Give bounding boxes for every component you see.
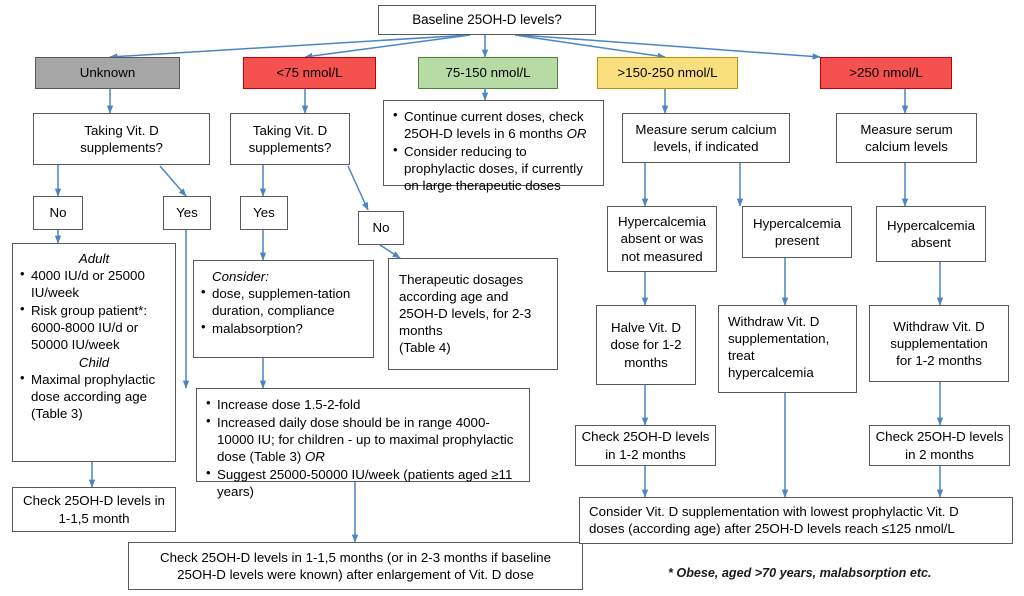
node-unknown-taking-supplements[interactable]: Taking Vit. D supplements?: [33, 113, 210, 165]
node-gt150-hypercalcemia-present[interactable]: Hypercalcemia present: [742, 206, 852, 258]
node-label: Yes: [176, 205, 198, 221]
node-lt75-therapeutic-dosages[interactable]: Therapeutic dosages according age and 25…: [388, 258, 558, 370]
list-item: Increased daily dose should be in range …: [205, 413, 521, 465]
node-unknown-check-levels[interactable]: Check 25OH-D levels in 1-1,5 month: [12, 487, 176, 532]
node-label: >150-250 nmol/L: [617, 65, 718, 81]
line-1: Check 25OH-D levels in: [23, 493, 165, 509]
node-gt250-measure-calcium[interactable]: Measure serum calcium levels: [836, 113, 977, 163]
continue-doses-list: Continue current doses, check 25OH-D lev…: [392, 107, 595, 195]
list-item: Consider reducing to prophylactic doses,…: [392, 142, 595, 194]
line-2: according age and: [399, 289, 509, 305]
line-2: levels, if indicated: [653, 139, 759, 154]
node-level-150-250[interactable]: >150-250 nmol/L: [597, 57, 738, 89]
line-1: Measure serum calcium: [635, 121, 777, 137]
line-1: Taking Vit. D: [252, 122, 328, 138]
line-2: calcium levels: [865, 139, 948, 154]
node-label: Baseline 25OH-D levels?: [412, 12, 562, 28]
node-label: Yes: [253, 205, 275, 221]
list-item: 4000 IU/d or 25000 IU/week: [19, 266, 169, 301]
list-item: malabsorption?: [200, 319, 367, 337]
adult-dose-list: 4000 IU/d or 25000 IU/week Risk group pa…: [19, 266, 169, 353]
list-item: Maximal prophylactic dose according age …: [19, 370, 169, 422]
line-1: Hypercalcemia: [618, 214, 706, 230]
line-2: absent or was: [620, 231, 704, 247]
line-2: doses (according age) after 25OH-D level…: [589, 521, 955, 537]
line-4: hypercalcemia: [728, 365, 814, 381]
node-level-lt75[interactable]: <75 nmol/L: [243, 57, 376, 89]
line-3: 25OH-D levels, for 2-3: [399, 306, 532, 322]
line-1: Measure serum: [860, 121, 953, 137]
adult-heading: Adult: [78, 251, 110, 266]
node-label: 75-150 nmol/L: [445, 65, 531, 81]
list-item: Suggest 25000-50000 IU/week (patients ag…: [205, 465, 521, 500]
line-2: in 2 months: [905, 446, 974, 462]
line-1: Hypercalcemia: [887, 217, 975, 233]
node-lt75-consider[interactable]: Consider: dose, supplemen-tation duratio…: [193, 260, 374, 358]
node-gt150-measure-calcium[interactable]: Measure serum calcium levels, if indicat…: [622, 113, 790, 163]
line-3: not measured: [621, 248, 703, 264]
node-label: <75 nmol/L: [276, 65, 343, 81]
node-level-75-150[interactable]: 75-150 nmol/L: [418, 57, 558, 89]
node-gt250-withdraw[interactable]: Withdraw Vit. D supplementation for 1-2 …: [869, 305, 1009, 382]
line-2: dose for 1-2: [610, 337, 682, 353]
list-item: dose, supplemen-tation duration, complia…: [200, 284, 367, 319]
line-1: Withdraw Vit. D: [893, 318, 985, 334]
node-label: No: [372, 220, 390, 236]
line-1: Withdraw Vit. D: [728, 314, 820, 329]
consider-list: dose, supplemen-tation duration, complia…: [200, 284, 367, 337]
line-2: supplements?: [248, 140, 332, 155]
line-2: 25OH-D levels were known) after enlargem…: [177, 567, 534, 582]
node-mid-continue-doses[interactable]: Continue current doses, check 25OH-D lev…: [383, 100, 604, 193]
line-2: present: [774, 233, 820, 248]
line-1: Hypercalcemia: [753, 215, 841, 231]
line-3: treat: [728, 348, 755, 364]
node-unknown-answer-yes[interactable]: Yes: [163, 196, 211, 230]
node-baseline-question[interactable]: Baseline 25OH-D levels?: [378, 5, 596, 35]
node-adult-child-doses[interactable]: Adult 4000 IU/d or 25000 IU/week Risk gr…: [12, 243, 176, 462]
node-lt75-taking-supplements[interactable]: Taking Vit. D supplements?: [230, 113, 350, 165]
line-5: (Table 4): [399, 340, 451, 356]
line-2: 1-1,5 month: [58, 510, 130, 526]
line-2: supplementation: [890, 335, 988, 351]
line-1: Consider Vit. D supplementation with low…: [589, 504, 959, 519]
line-1: Check 25OH-D levels: [875, 429, 1004, 445]
node-level-gt250[interactable]: >250 nmol/L: [820, 57, 952, 89]
node-label: Unknown: [79, 65, 136, 81]
line-3: months: [624, 354, 668, 370]
line-4: months: [399, 323, 443, 339]
node-unknown-answer-no[interactable]: No: [33, 196, 83, 230]
line-1: Taking Vit. D: [84, 122, 159, 138]
consider-heading: Consider:: [212, 269, 269, 284]
node-level-unknown[interactable]: Unknown: [35, 57, 180, 89]
node-gt150-hypercalcemia-absent[interactable]: Hypercalcemia absent or was not measured: [607, 206, 717, 272]
line-1: Check 25OH-D levels in 1-1,5 months (or …: [160, 549, 551, 565]
line-2: supplements?: [80, 140, 163, 155]
child-dose-list: Maximal prophylactic dose according age …: [19, 370, 169, 422]
line-2: supplementation,: [728, 331, 830, 347]
line-2: absent: [911, 235, 951, 250]
line-1: Therapeutic dosages: [399, 272, 524, 287]
line-2: in 1-2 months: [605, 446, 686, 462]
line-1: Check 25OH-D levels: [581, 429, 710, 445]
node-gt150-check-levels[interactable]: Check 25OH-D levels in 1-2 months: [575, 425, 716, 466]
list-item: Risk group patient*: 6000-8000 IU/d or 5…: [19, 301, 169, 353]
node-lt75-answer-yes[interactable]: Yes: [240, 196, 288, 230]
list-item: Continue current doses, check 25OH-D lev…: [392, 107, 595, 142]
node-gt150-withdraw-treat[interactable]: Withdraw Vit. D supplementation, treat h…: [718, 305, 857, 393]
footnote-risk-group: * Obese, aged >70 years, malabsorption e…: [668, 566, 932, 580]
node-label: No: [49, 205, 67, 221]
increase-dose-list: Increase dose 1.5-2-fold Increased daily…: [205, 395, 521, 501]
node-lt75-increase-dose[interactable]: Increase dose 1.5-2-fold Increased daily…: [196, 388, 530, 499]
node-gt250-hypercalcemia-absent[interactable]: Hypercalcemia absent: [876, 206, 986, 262]
node-consider-lowest-prophylactic[interactable]: Consider Vit. D supplementation with low…: [579, 497, 1013, 544]
line-3: for 1-2 months: [896, 353, 982, 368]
list-item: Increase dose 1.5-2-fold: [205, 395, 521, 413]
node-lt75-final-check[interactable]: Check 25OH-D levels in 1-1,5 months (or …: [128, 542, 583, 590]
node-lt75-answer-no[interactable]: No: [358, 211, 404, 245]
node-gt250-check-levels[interactable]: Check 25OH-D levels in 2 months: [869, 425, 1010, 466]
line-1: Halve Vit. D: [611, 320, 681, 336]
child-heading: Child: [78, 355, 110, 371]
node-label: >250 nmol/L: [849, 65, 923, 81]
node-gt150-halve-dose[interactable]: Halve Vit. D dose for 1-2 months: [596, 305, 696, 385]
